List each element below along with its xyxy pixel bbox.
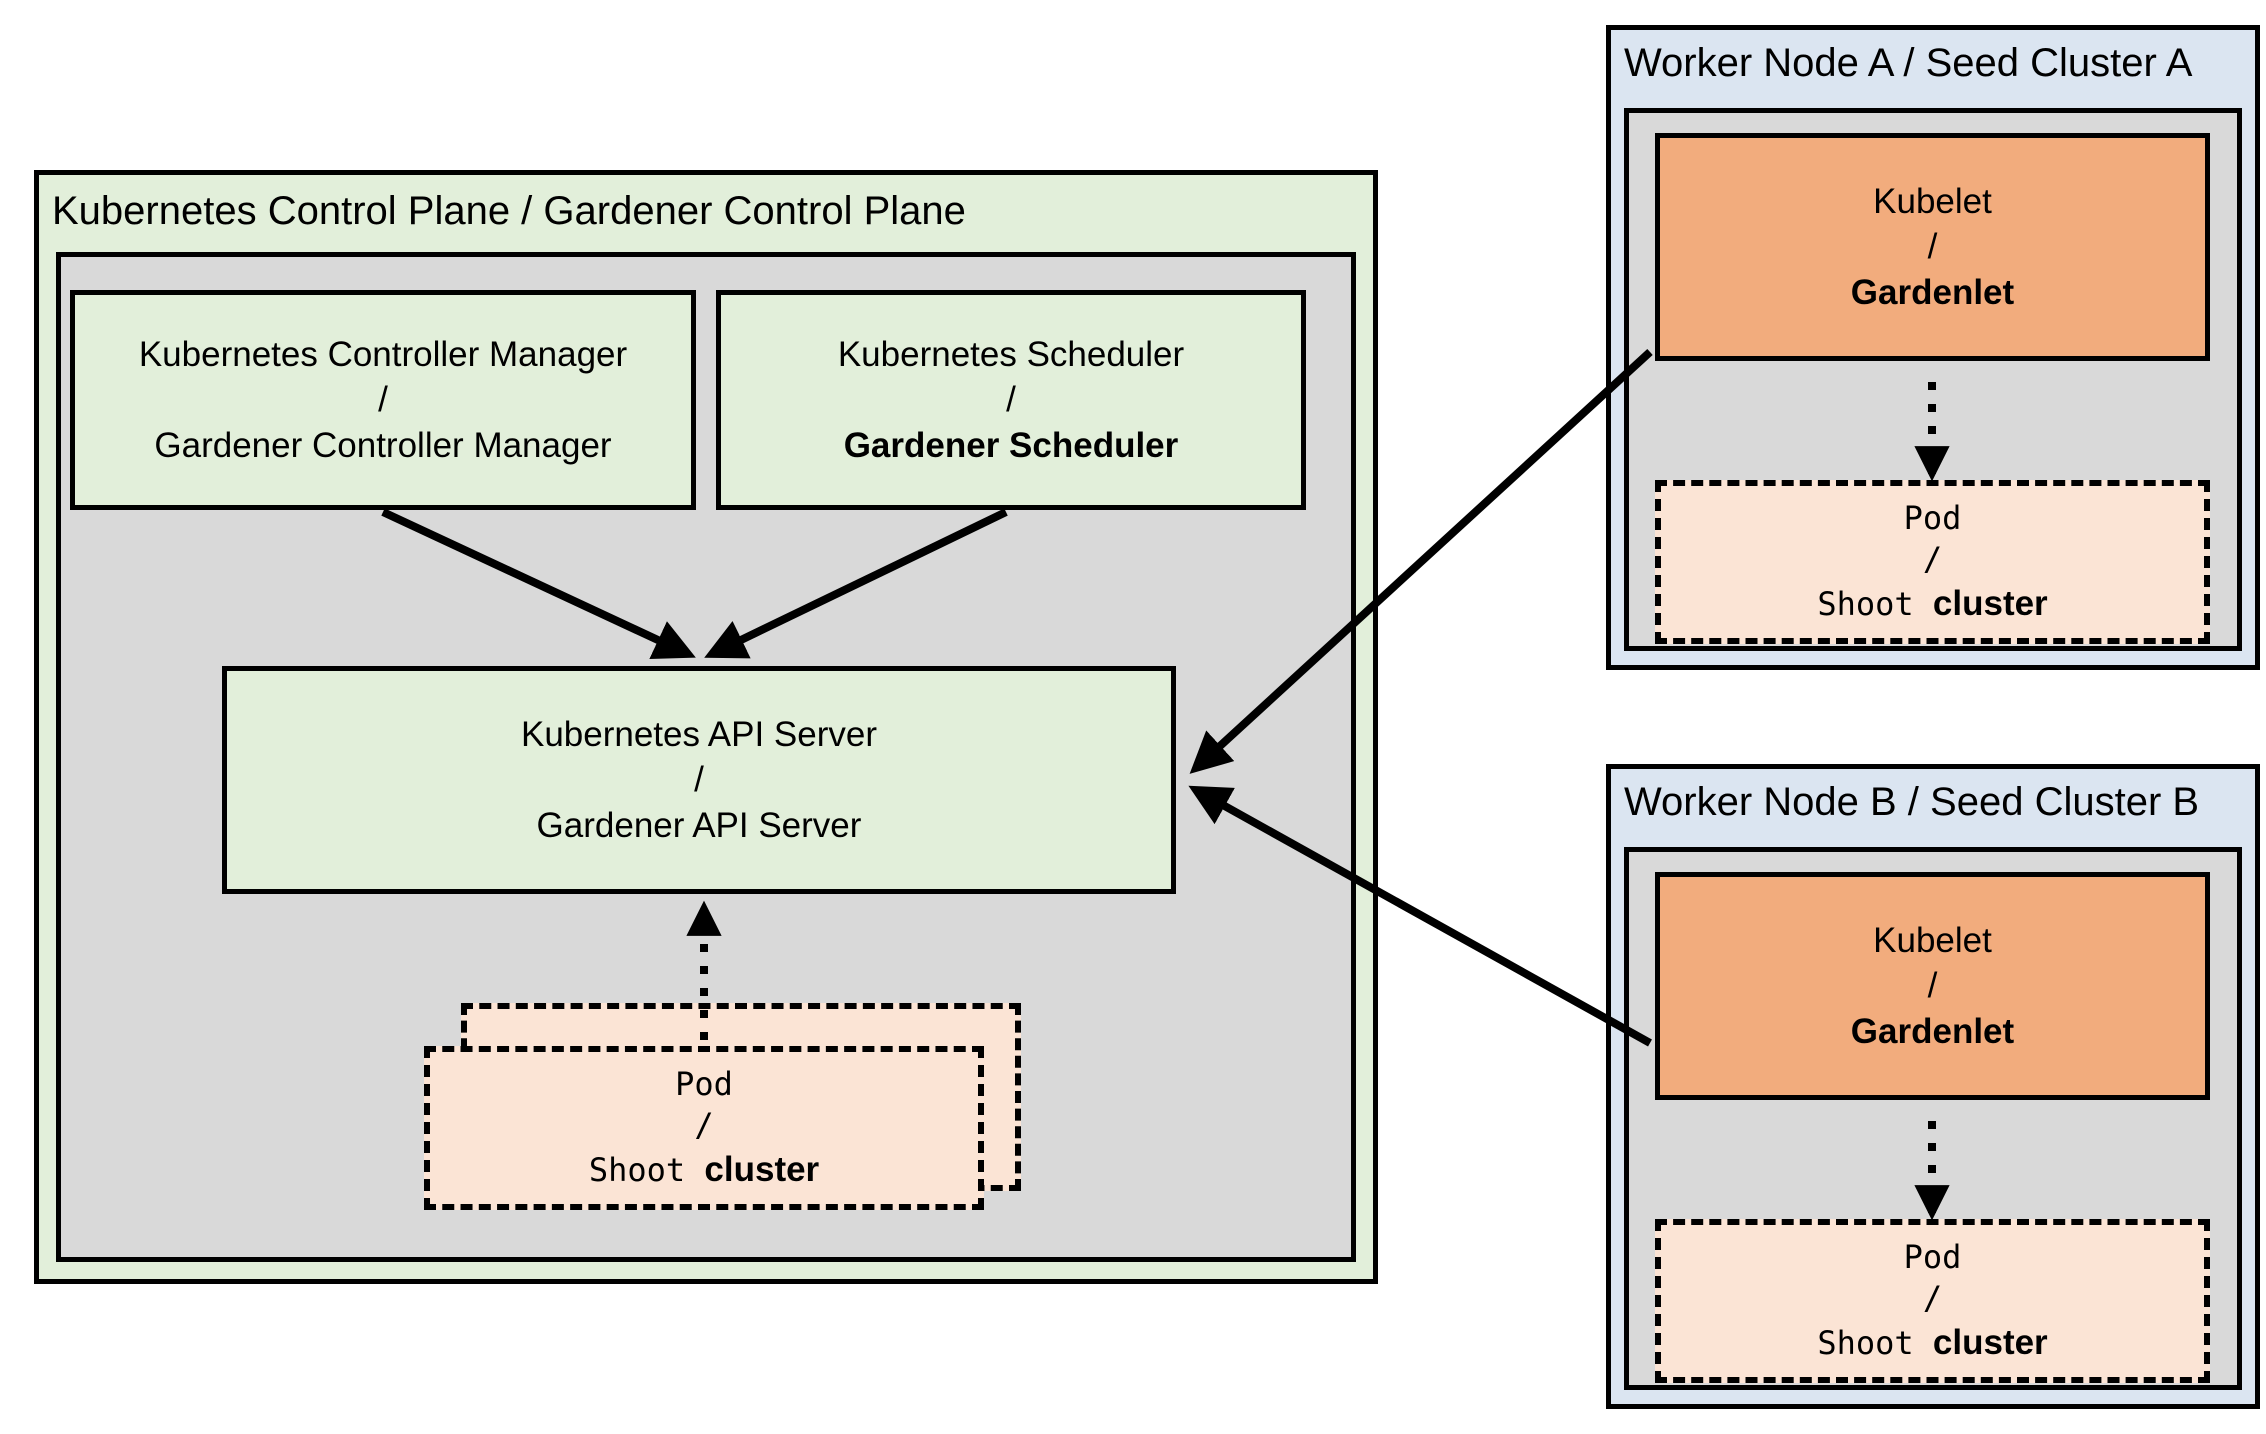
scheduler-line1: Kubernetes Scheduler [837, 334, 1185, 374]
worker-node-a-title: Worker Node A / Seed Cluster A [1624, 41, 2193, 85]
worker-node-b-title: Worker Node B / Seed Cluster B [1624, 780, 2200, 824]
api-server-line2: Gardener API Server [536, 805, 862, 845]
control-plane-pod-line2-bold: cluster [704, 1149, 820, 1189]
worker-b-kubelet-line2: Gardenlet [1850, 1011, 2015, 1051]
kubernetes-controller-manager-box[interactable]: Kubernetes Controller Manager / Gardener… [70, 290, 696, 510]
worker-a-pod-line1: Pod [1903, 498, 1962, 537]
scheduler-line2: Gardener Scheduler [843, 425, 1179, 465]
worker-node-a-kubelet-box[interactable]: Kubelet / Gardenlet [1655, 133, 2210, 361]
controller-manager-line1: Kubernetes Controller Manager [138, 334, 628, 374]
worker-b-pod-line2-bold: cluster [1932, 1322, 2048, 1362]
control-plane-pod-line2-prefix: Shoot [588, 1150, 705, 1189]
worker-a-pod-slash: / [1922, 540, 1943, 579]
worker-b-pod-line1: Pod [1903, 1237, 1962, 1276]
control-plane-title: Kubernetes Control Plane / Gardener Cont… [52, 189, 966, 233]
api-server-line1: Kubernetes API Server [520, 714, 878, 754]
api-server-slash: / [694, 760, 704, 800]
control-plane-pod-slash: / [694, 1106, 714, 1145]
worker-b-pod-slash: / [1922, 1279, 1943, 1318]
worker-b-pod-line2-prefix: Shoot [1817, 1323, 1933, 1362]
worker-node-a-pod-box[interactable]: Pod / Shoot cluster [1655, 480, 2210, 644]
control-plane-pod-line1: Pod [675, 1064, 733, 1103]
controller-manager-slash: / [378, 380, 388, 420]
kubernetes-api-server-box[interactable]: Kubernetes API Server / Gardener API Ser… [222, 666, 1176, 894]
worker-a-kubelet-slash: / [1927, 227, 1938, 267]
worker-b-kubelet-line1: Kubelet [1873, 920, 1992, 960]
worker-b-kubelet-slash: / [1927, 966, 1938, 1006]
control-plane-pod-line2: Shoot cluster [589, 1147, 819, 1193]
worker-node-b-pod-box[interactable]: Pod / Shoot cluster [1655, 1219, 2210, 1383]
kubernetes-scheduler-box[interactable]: Kubernetes Scheduler / Gardener Schedule… [716, 290, 1306, 510]
worker-a-pod-line2-bold: cluster [1932, 583, 2048, 623]
worker-a-kubelet-line2: Gardenlet [1850, 272, 2015, 312]
scheduler-slash: / [1006, 380, 1016, 420]
worker-b-pod-line2: Shoot cluster [1817, 1320, 2047, 1366]
controller-manager-line2: Gardener Controller Manager [154, 425, 612, 465]
worker-a-pod-line2: Shoot cluster [1817, 581, 2047, 627]
worker-a-pod-line2-prefix: Shoot [1817, 584, 1933, 623]
worker-a-kubelet-line1: Kubelet [1873, 181, 1992, 221]
control-plane-pod-box[interactable]: Pod / Shoot cluster [424, 1046, 984, 1210]
worker-node-b-kubelet-box[interactable]: Kubelet / Gardenlet [1655, 872, 2210, 1100]
